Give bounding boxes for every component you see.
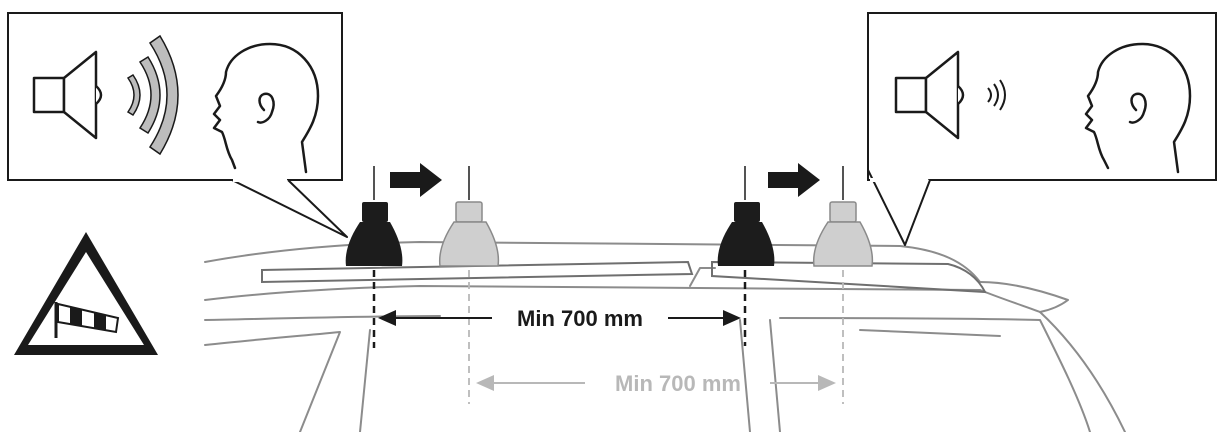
windsock-icon bbox=[54, 302, 120, 338]
guide-lines-dark bbox=[372, 270, 747, 348]
speaker-icon bbox=[894, 50, 965, 140]
foot-leader-lines bbox=[373, 166, 844, 200]
callout-left-loud bbox=[7, 12, 348, 238]
dimension-primary: Min 700 mm bbox=[378, 306, 741, 331]
head-profile-icon bbox=[212, 42, 320, 174]
roof-rail-left bbox=[261, 260, 694, 284]
dimension-secondary: Min 700 mm bbox=[476, 371, 836, 396]
roof-rail-right bbox=[711, 260, 987, 294]
head-profile-icon bbox=[1084, 42, 1192, 174]
rack-foot-light-front bbox=[438, 201, 500, 267]
callout-right-quiet bbox=[867, 12, 1217, 246]
rack-foot-dark-front bbox=[345, 202, 403, 266]
car-outline bbox=[204, 241, 1126, 432]
sound-waves-loud-icon bbox=[126, 34, 179, 156]
speaker-icon bbox=[32, 50, 103, 140]
arrow-right-icon bbox=[390, 163, 442, 197]
arrow-right-icon bbox=[768, 163, 820, 197]
warning-sign bbox=[14, 232, 158, 355]
rack-foot-light-rear bbox=[812, 201, 874, 267]
sound-waves-quiet-icon bbox=[987, 79, 1006, 111]
dimension-secondary-label: Min 700 mm bbox=[615, 371, 741, 396]
guide-lines-light bbox=[468, 270, 844, 404]
rack-foot-dark-rear bbox=[717, 202, 775, 266]
dimension-primary-label: Min 700 mm bbox=[517, 306, 643, 331]
